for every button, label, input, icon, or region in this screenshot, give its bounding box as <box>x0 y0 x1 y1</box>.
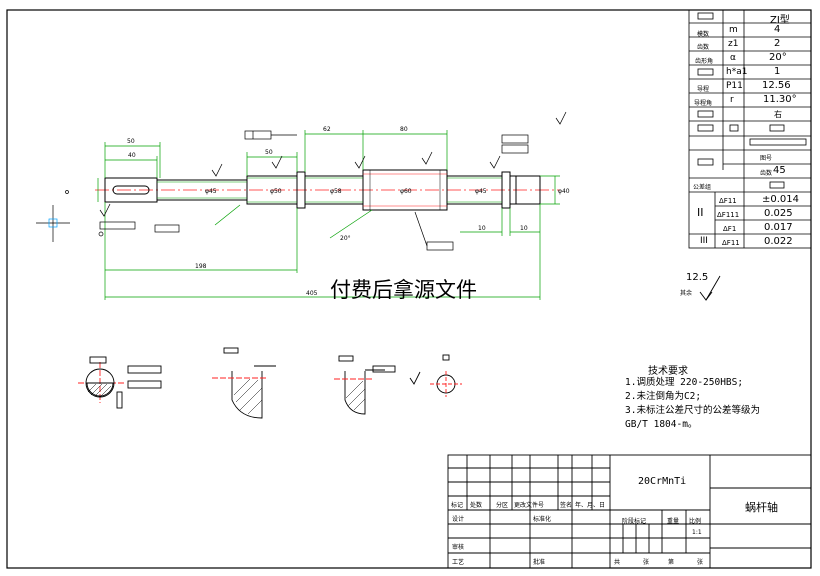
angle-label: 20° <box>340 235 351 242</box>
tb-ratio: 比例 <box>689 518 702 525</box>
last-roman: III <box>700 236 708 246</box>
tol-symbol-3: ΔF1 <box>723 225 737 233</box>
tech-req-item: GB/T 1804-m。 <box>625 419 698 430</box>
param-value-ha: 1 <box>774 66 781 77</box>
tb-change-doc: 更改文件号 <box>514 502 545 509</box>
tech-req-title: 技术要求 <box>648 366 688 377</box>
param-label-modulus: 模数 <box>697 31 710 38</box>
dim-198: 198 <box>195 263 207 270</box>
param-value-modulus: 4 <box>774 24 781 35</box>
dia-6: φ45 <box>475 188 487 195</box>
dim-62: 62 <box>323 126 331 133</box>
param-label-angle: 齿形角 <box>695 58 714 65</box>
material-label: 20CrMnTi <box>638 476 687 487</box>
dim-10a: 10 <box>478 225 486 232</box>
grade-roman: II <box>697 206 704 219</box>
param-value-lead-angle: 11.30° <box>763 94 797 105</box>
tb-process: 工艺 <box>452 559 465 566</box>
param-symbol-ha: h*a1 <box>726 67 748 77</box>
tb-sign: 签名 <box>560 502 573 509</box>
params-header: ZI型 <box>770 15 790 26</box>
scale-value: 1:1 <box>692 529 702 536</box>
dia-5: φ60 <box>400 188 412 195</box>
dia-3: φ50 <box>270 188 282 195</box>
mating-teeth-value: 45 <box>773 165 786 176</box>
paid-source-watermark: 付费后拿源文件 <box>330 278 477 302</box>
param-value-lead: 12.56 <box>762 80 791 91</box>
dimensions-layer <box>97 130 560 300</box>
tol-value-4: 0.022 <box>764 236 793 247</box>
tb-approve: 批准 <box>533 559 546 566</box>
param-symbol-z1: z1 <box>728 39 739 49</box>
tb-sheet: 张 <box>643 559 650 566</box>
tb-count: 处数 <box>470 502 483 509</box>
param-label-lead-angle: 导程角 <box>694 100 713 107</box>
tol-symbol-2: ΔF111 <box>717 211 740 219</box>
tb-sheet2: 张 <box>697 559 704 566</box>
dim-405: 405 <box>306 290 318 297</box>
tol-value-2: 0.025 <box>764 208 793 219</box>
param-label-teeth: 齿数 <box>697 44 710 51</box>
tech-req-item: 3.未标注公差尺寸的公差等级为 <box>625 405 760 416</box>
shaft-main-view <box>95 169 560 211</box>
dia-2: φ45 <box>205 188 217 195</box>
tb-stage-mark: 阶段标记 <box>622 518 647 525</box>
param-value-teeth: 2 <box>774 38 781 49</box>
dimension-labels: 50 40 50 62 80 198 405 10 10 20° φ45 φ50… <box>127 126 570 297</box>
param-symbol-m: m <box>729 25 738 35</box>
tb-date: 年、月、日 <box>575 502 606 509</box>
tb-standardize: 标准化 <box>533 516 552 523</box>
tb-review: 审核 <box>452 544 465 551</box>
tol-symbol-4: ΔF11 <box>722 239 740 247</box>
param-symbol-p: P11 <box>726 81 743 91</box>
section-views <box>78 347 462 419</box>
mating-label-b: 齿数 <box>760 170 773 177</box>
tb-design: 设计 <box>452 516 465 523</box>
tech-req-item: 1.调质处理 220-250HBS; <box>625 377 744 388</box>
tol-symbol-1: ΔF11 <box>719 197 737 205</box>
dia-4: φ58 <box>330 188 342 195</box>
dim-50-left: 50 <box>127 138 135 145</box>
param-symbol-alpha: α <box>730 53 736 63</box>
sheet-border <box>6 9 812 569</box>
tb-weight: 重量 <box>667 518 680 525</box>
annotations-layer <box>36 111 567 251</box>
roughness-symbol <box>699 275 721 301</box>
tol-value-3: 0.017 <box>764 222 793 233</box>
param-value-hand: 右 <box>774 110 782 119</box>
tech-req-item: 2.未注倒角为C2; <box>625 391 702 402</box>
worm-parameters-table <box>688 9 812 249</box>
tb-sheets-total: 共 <box>614 559 621 566</box>
tech-req-list: 1.调质处理 220-250HBS; 2.未注倒角为C2; 3.未标注公差尺寸的… <box>625 376 760 432</box>
param-label-lead: 导程 <box>697 86 710 93</box>
param-value-angle: 20° <box>769 52 787 63</box>
tb-mark: 标记 <box>451 502 464 509</box>
tol-value-1: ±0.014 <box>762 194 800 205</box>
dia-7: φ40 <box>558 188 570 195</box>
mating-label-a: 图号 <box>760 155 773 162</box>
dim-80: 80 <box>400 126 408 133</box>
grade-label: 公差组 <box>693 184 712 191</box>
dim-50: 50 <box>265 149 273 156</box>
dim-10b: 10 <box>520 225 528 232</box>
part-name: 蜗杆轴 <box>745 501 778 514</box>
roughness-value: 12.5 <box>686 272 709 283</box>
param-symbol-r: r <box>730 95 734 105</box>
tb-zone: 分区 <box>496 502 509 509</box>
roughness-label: 其余 <box>680 290 693 297</box>
tb-sheet-no: 第 <box>668 559 675 566</box>
dim-40: 40 <box>128 152 136 159</box>
